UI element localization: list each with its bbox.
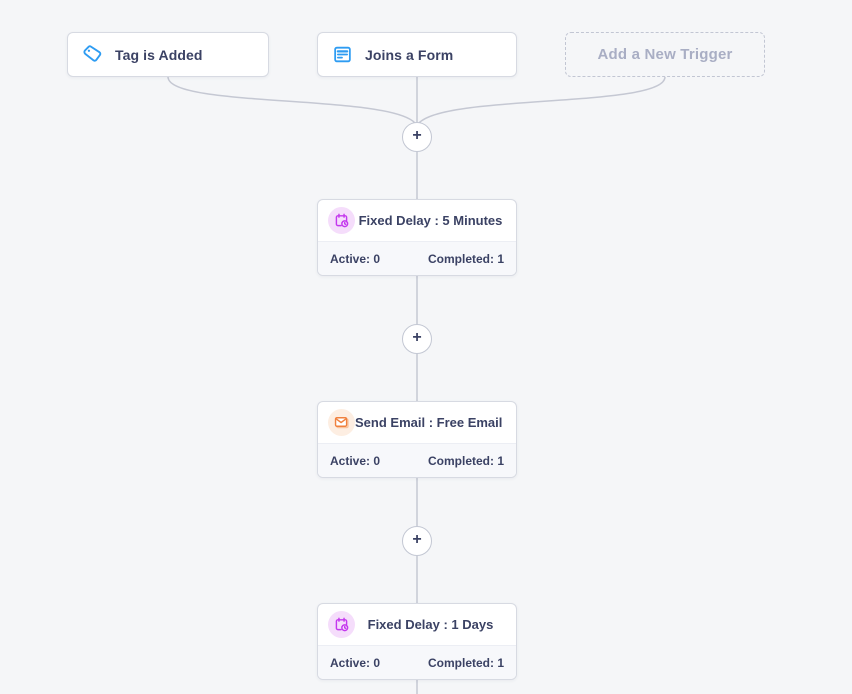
- add-new-trigger-button[interactable]: Add a New Trigger: [565, 32, 765, 77]
- active-count: Active: 0: [330, 251, 381, 266]
- step-title-row: Fixed Delay : 5 Minutes: [318, 200, 516, 241]
- completed-count: Completed: 1: [427, 655, 504, 670]
- step-node-send-email[interactable]: Send Email : Free Email ... Active: 0 Co…: [317, 401, 517, 478]
- step-title-row: Send Email : Free Email ...: [318, 402, 516, 443]
- trigger-label: Joins a Form: [365, 46, 454, 63]
- form-icon: [332, 44, 353, 65]
- step-stats-row: Active: 0 Completed: 1: [318, 241, 516, 275]
- step-stats-row: Active: 0 Completed: 1: [318, 443, 516, 477]
- add-step-button-1[interactable]: +: [402, 122, 432, 152]
- calendar-clock-icon: [328, 611, 355, 638]
- plus-icon: +: [412, 531, 422, 548]
- step-title: Fixed Delay : 1 Days: [367, 617, 494, 632]
- trigger-label: Tag is Added: [115, 46, 203, 63]
- plus-icon: +: [412, 127, 422, 144]
- active-count: Active: 0: [330, 655, 381, 670]
- step-node-fixed-delay-5-minutes[interactable]: Fixed Delay : 5 Minutes Active: 0 Comple…: [317, 199, 517, 276]
- step-stats-row: Active: 0 Completed: 1: [318, 645, 516, 679]
- tag-icon: [82, 44, 103, 65]
- trigger-node-tag-is-added[interactable]: Tag is Added: [67, 32, 269, 77]
- active-count: Active: 0: [330, 453, 381, 468]
- calendar-clock-icon: [328, 207, 355, 234]
- completed-count: Completed: 1: [427, 453, 504, 468]
- envelope-icon: [328, 409, 355, 436]
- add-step-button-3[interactable]: +: [402, 526, 432, 556]
- plus-icon: +: [412, 329, 422, 346]
- step-title: Send Email : Free Email ...: [355, 415, 506, 430]
- step-title-row: Fixed Delay : 1 Days: [318, 604, 516, 645]
- step-title: Fixed Delay : 5 Minutes: [358, 213, 503, 228]
- add-new-trigger-label: Add a New Trigger: [597, 46, 733, 63]
- completed-count: Completed: 1: [427, 251, 504, 266]
- add-step-button-2[interactable]: +: [402, 324, 432, 354]
- step-node-fixed-delay-1-days[interactable]: Fixed Delay : 1 Days Active: 0 Completed…: [317, 603, 517, 680]
- trigger-node-joins-a-form[interactable]: Joins a Form: [317, 32, 517, 77]
